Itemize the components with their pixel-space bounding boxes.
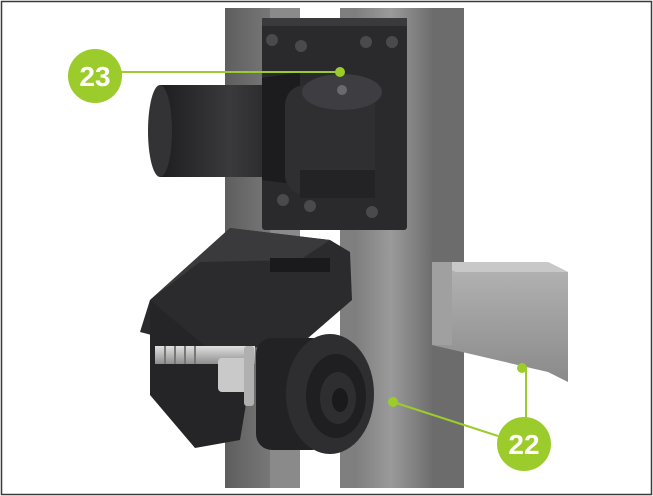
threaded-rod bbox=[155, 346, 255, 406]
callout-badge-23: 23 bbox=[68, 49, 122, 103]
bolt-icon bbox=[277, 194, 289, 206]
bolt-icon bbox=[266, 34, 278, 46]
callout-badge-22: 22 bbox=[497, 417, 551, 471]
bolt-icon bbox=[366, 206, 378, 218]
callout-label-23: 23 bbox=[79, 61, 110, 92]
gate-clamp bbox=[140, 228, 352, 448]
rubber-stop-wheel bbox=[256, 334, 374, 454]
hinge-cylinder bbox=[148, 72, 382, 198]
bolt-icon bbox=[304, 200, 316, 212]
bolt-icon bbox=[360, 36, 372, 48]
bolt-icon bbox=[386, 36, 398, 48]
horizontal-rail bbox=[432, 262, 568, 382]
bolt-icon bbox=[295, 40, 307, 52]
callout-label-22: 22 bbox=[508, 429, 539, 460]
hex-nut-icon bbox=[218, 358, 248, 392]
callout-leaders bbox=[100, 67, 527, 437]
